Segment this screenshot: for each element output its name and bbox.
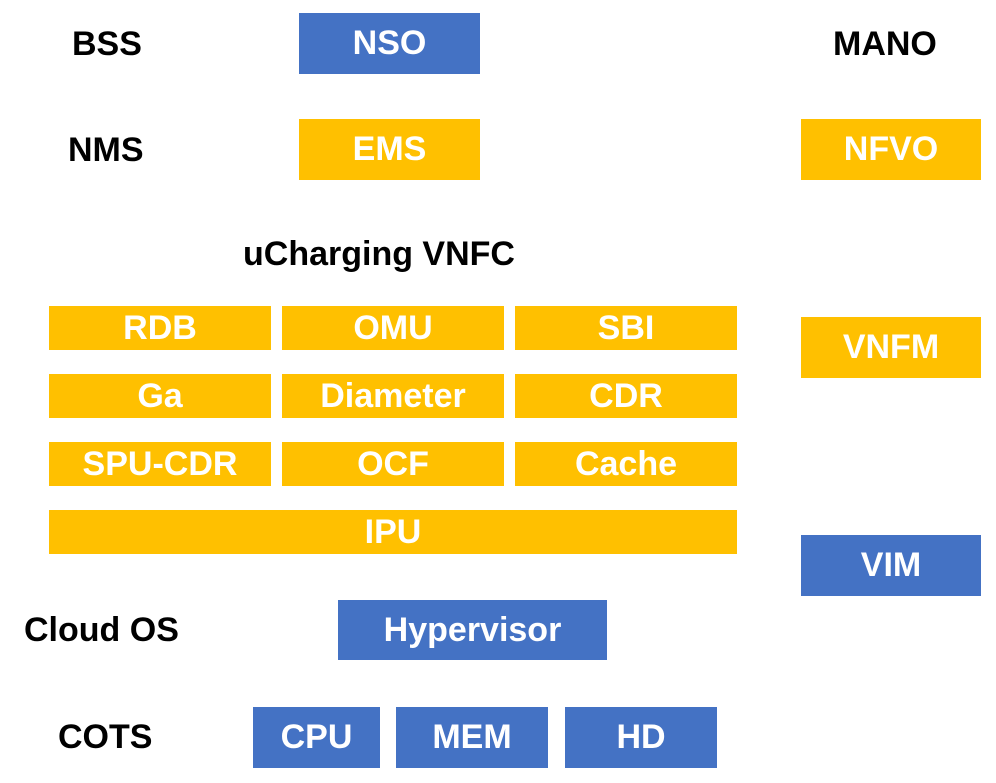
vnfc-cell-cdr: CDR xyxy=(515,374,737,418)
cpu-box: CPU xyxy=(253,707,380,768)
vnfc-title: uCharging VNFC xyxy=(243,235,515,273)
nms-label: NMS xyxy=(68,131,144,169)
hd-box: HD xyxy=(565,707,717,768)
vnfc-cell-sbi: SBI xyxy=(515,306,737,350)
cots-label: COTS xyxy=(58,718,153,756)
vnfc-cell-ga: Ga xyxy=(49,374,271,418)
vnfc-cell-cache: Cache xyxy=(515,442,737,486)
nfvo-box: NFVO xyxy=(801,119,981,180)
vnfc-cell-diameter: Diameter xyxy=(282,374,504,418)
vnfc-cell-ocf: OCF xyxy=(282,442,504,486)
vim-box: VIM xyxy=(801,535,981,596)
vnfc-cell-spu-cdr: SPU-CDR xyxy=(49,442,271,486)
nso-box: NSO xyxy=(299,13,480,74)
mem-box: MEM xyxy=(396,707,548,768)
hypervisor-box: Hypervisor xyxy=(338,600,607,660)
ems-box: EMS xyxy=(299,119,480,180)
cloud-os-label: Cloud OS xyxy=(24,611,179,649)
vnfc-cell-rdb: RDB xyxy=(49,306,271,350)
ipu-bar: IPU xyxy=(49,510,737,554)
vnfc-cell-omu: OMU xyxy=(282,306,504,350)
vnfm-box: VNFM xyxy=(801,317,981,378)
bss-label: BSS xyxy=(72,25,142,63)
mano-title: MANO xyxy=(833,25,937,63)
